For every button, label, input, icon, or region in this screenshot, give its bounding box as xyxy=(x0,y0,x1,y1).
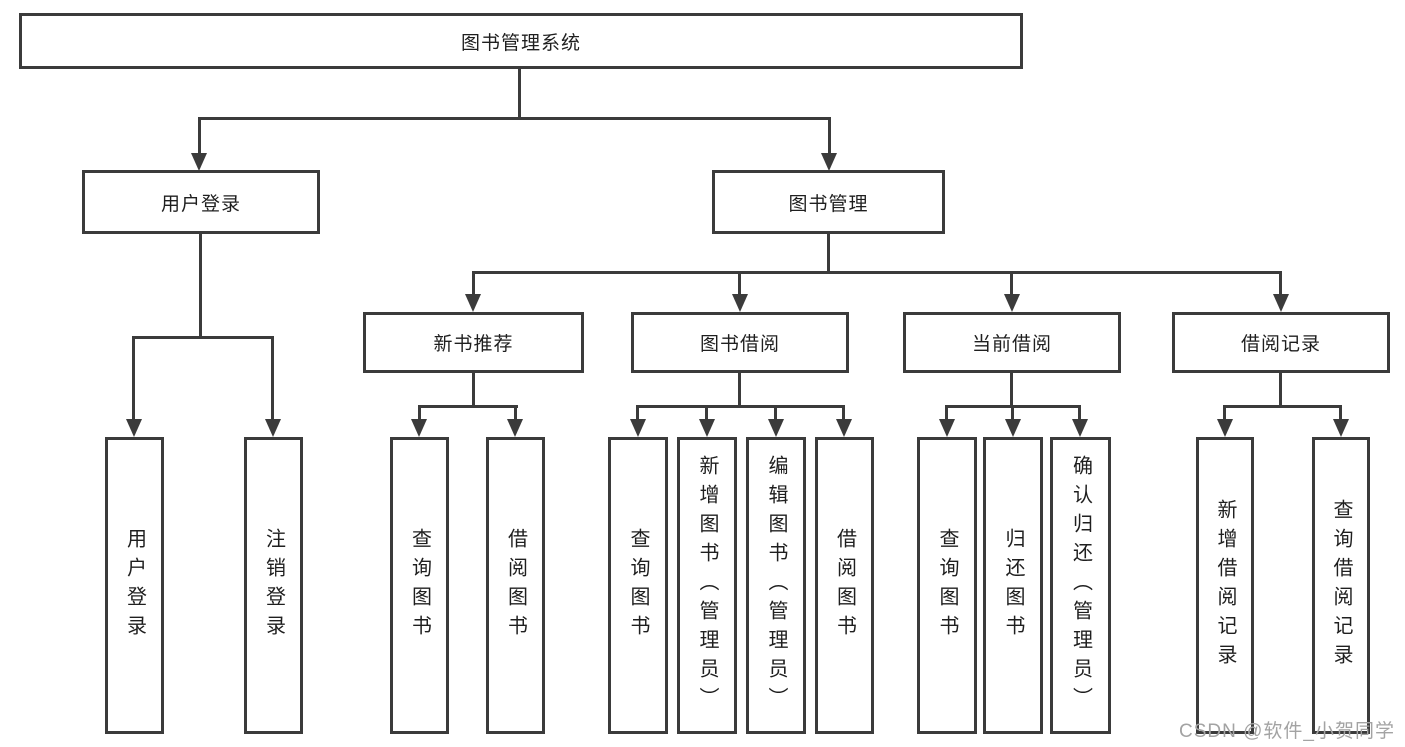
connector-line xyxy=(1010,371,1013,407)
leaf-add-borrow-record: 新增借阅记录 xyxy=(1196,437,1254,734)
leaf-add-books-admin: 新增图书（管理员） xyxy=(677,437,737,734)
leaf-query-books-borrow-label: 查询图书 xyxy=(627,527,649,644)
leaf-edit-books-admin: 编辑图书（管理员） xyxy=(746,437,806,734)
connector-line xyxy=(1223,405,1226,420)
leaf-query-borrow-record-label: 查询借阅记录 xyxy=(1330,498,1352,673)
connector-line xyxy=(738,371,741,407)
leaf-confirm-return-admin: 确认归还（管理员） xyxy=(1050,437,1111,734)
arrowhead-down-icon xyxy=(821,153,837,171)
arrowhead-down-icon xyxy=(630,419,646,437)
connector-line xyxy=(198,117,201,154)
leaf-confirm-return-admin-label: 确认归还（管理员） xyxy=(1069,455,1092,716)
arrowhead-down-icon xyxy=(507,419,523,437)
connector-line xyxy=(472,271,1282,274)
node-book-borrow: 图书借阅 xyxy=(631,312,849,373)
arrowhead-down-icon xyxy=(465,294,481,312)
connector-line xyxy=(827,232,830,273)
connector-line xyxy=(636,405,845,408)
connector-line xyxy=(472,271,475,295)
leaf-query-books-current: 查询图书 xyxy=(917,437,977,734)
leaf-query-books-current-label: 查询图书 xyxy=(936,527,958,644)
connector-line xyxy=(514,405,517,420)
node-book-borrow-label: 图书借阅 xyxy=(699,334,780,355)
leaf-borrow-books: 借阅图书 xyxy=(815,437,874,734)
arrowhead-down-icon xyxy=(191,153,207,171)
leaf-add-borrow-record-label: 新增借阅记录 xyxy=(1214,498,1236,673)
leaf-add-books-admin-label: 新增图书（管理员） xyxy=(696,455,718,716)
leaf-logout-label: 注销登录 xyxy=(262,527,285,644)
node-current-borrow: 当前借阅 xyxy=(903,312,1121,373)
node-borrow-record-label: 借阅记录 xyxy=(1240,334,1321,355)
node-root: 图书管理系统 xyxy=(19,13,1023,69)
arrowhead-down-icon xyxy=(768,419,784,437)
leaf-borrow-books-recommend: 借阅图书 xyxy=(486,437,545,734)
arrowhead-down-icon xyxy=(265,419,281,437)
leaf-return-books: 归还图书 xyxy=(983,437,1043,734)
arrowhead-down-icon xyxy=(126,419,142,437)
leaf-return-books-label: 归还图书 xyxy=(1002,527,1024,644)
connector-line xyxy=(1010,271,1013,295)
node-book-management: 图书管理 xyxy=(712,170,945,234)
leaf-query-books-recommend: 查询图书 xyxy=(390,437,449,734)
arrowhead-down-icon xyxy=(939,419,955,437)
node-user-login-label: 用户登录 xyxy=(160,193,241,215)
connector-line xyxy=(828,117,831,154)
node-borrow-record: 借阅记录 xyxy=(1172,312,1390,373)
arrowhead-down-icon xyxy=(1273,294,1289,312)
leaf-query-books-recommend-label: 查询图书 xyxy=(408,527,431,644)
connector-line xyxy=(1223,405,1342,408)
connector-line xyxy=(472,371,475,407)
connector-line xyxy=(945,405,948,420)
node-new-book-recommend-label: 新书推荐 xyxy=(433,334,514,355)
leaf-borrow-books-recommend-label: 借阅图书 xyxy=(504,527,527,644)
arrowhead-down-icon xyxy=(1072,419,1088,437)
node-user-login: 用户登录 xyxy=(82,170,320,234)
arrowhead-down-icon xyxy=(1217,419,1233,437)
connector-line xyxy=(738,271,741,295)
connector-line xyxy=(418,405,421,420)
leaf-borrow-books-label: 借阅图书 xyxy=(833,527,856,644)
connector-line xyxy=(636,405,639,420)
leaf-user-login: 用户登录 xyxy=(105,437,164,734)
watermark-text: CSDN @软件_小贺同学 xyxy=(1179,721,1395,742)
connector-line xyxy=(271,336,274,420)
leaf-logout: 注销登录 xyxy=(244,437,303,734)
connector-line xyxy=(774,405,777,420)
leaf-query-borrow-record: 查询借阅记录 xyxy=(1312,437,1370,734)
connector-line xyxy=(199,232,202,339)
arrowhead-down-icon xyxy=(411,419,427,437)
connector-line xyxy=(132,336,135,420)
connector-line xyxy=(1339,405,1342,420)
arrowhead-down-icon xyxy=(1005,419,1021,437)
connector-line xyxy=(842,405,845,420)
leaf-user-login-label: 用户登录 xyxy=(123,527,146,644)
node-new-book-recommend: 新书推荐 xyxy=(363,312,584,373)
node-current-borrow-label: 当前借阅 xyxy=(971,334,1052,355)
arrowhead-down-icon xyxy=(1004,294,1020,312)
node-book-management-label: 图书管理 xyxy=(788,193,869,215)
connector-line xyxy=(518,69,521,119)
node-root-label: 图书管理系统 xyxy=(460,32,581,54)
connector-line xyxy=(418,405,518,408)
arrowhead-down-icon xyxy=(699,419,715,437)
arrowhead-down-icon xyxy=(1333,419,1349,437)
connector-line xyxy=(132,336,274,339)
arrowhead-down-icon xyxy=(836,419,852,437)
connector-line xyxy=(1279,271,1282,295)
connector-line xyxy=(1078,405,1081,420)
connector-line xyxy=(1011,405,1014,420)
connector-line xyxy=(198,117,831,120)
connector-line xyxy=(705,405,708,420)
leaf-edit-books-admin-label: 编辑图书（管理员） xyxy=(765,455,787,716)
leaf-query-books-borrow: 查询图书 xyxy=(608,437,668,734)
connector-line xyxy=(1279,371,1282,407)
arrowhead-down-icon xyxy=(732,294,748,312)
